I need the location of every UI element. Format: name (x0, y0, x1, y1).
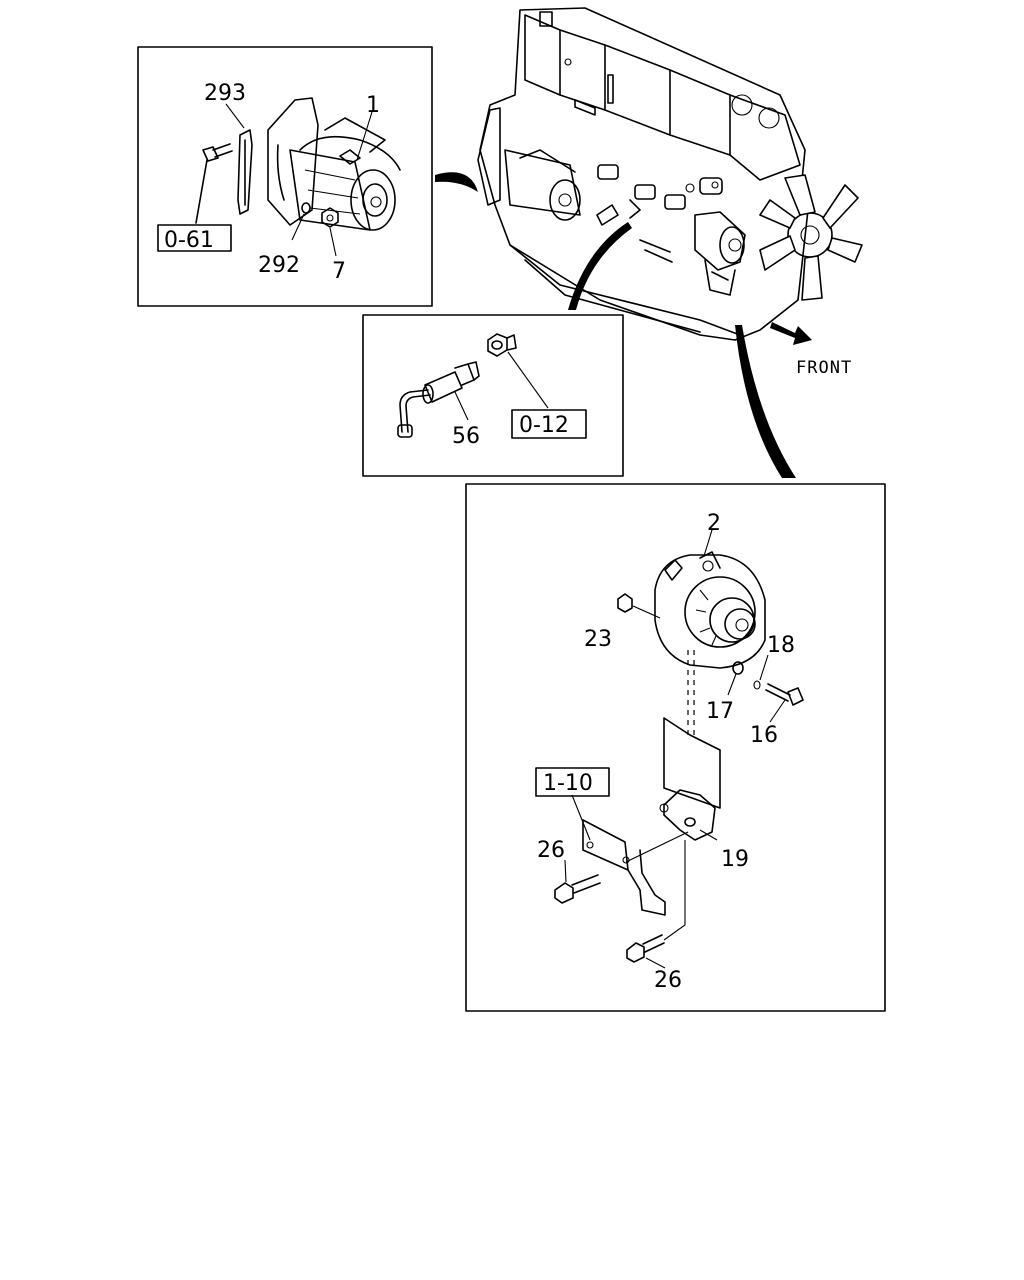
label-56: 56 (452, 424, 480, 449)
ref-0-61-label: 0-61 (164, 228, 214, 253)
label-26-upper: 26 (537, 838, 565, 863)
plug-icon (487, 333, 517, 357)
label-2: 2 (707, 511, 721, 536)
front-arrow-icon (770, 322, 812, 345)
ref-box-0-61[interactable]: 0-61 (157, 224, 232, 253)
ref-box-1-10[interactable]: 1-10 (535, 767, 610, 797)
ref-0-12-label: 0-12 (519, 413, 569, 438)
label-292: 292 (258, 253, 300, 278)
fan-icon (759, 174, 863, 301)
engine-overview: FRONT (477, 7, 863, 378)
label-16: 16 (750, 723, 778, 748)
alternator-icon (654, 551, 766, 669)
ref-box-0-12[interactable]: 0-12 (511, 409, 587, 439)
ref-1-10-label: 1-10 (543, 771, 593, 796)
sensor-panel (362, 314, 624, 477)
label-23: 23 (584, 627, 612, 652)
callout-connectors (435, 172, 796, 478)
label-7: 7 (332, 259, 346, 284)
front-label: FRONT (796, 358, 852, 378)
label-26-lower: 26 (654, 968, 682, 993)
label-19: 19 (721, 847, 749, 872)
label-293: 293 (204, 81, 246, 106)
starter-panel (137, 46, 433, 307)
starter-motor-icon (267, 97, 401, 231)
label-17: 17 (706, 699, 734, 724)
label-1: 1 (366, 93, 380, 118)
alternator-panel (465, 483, 886, 1012)
label-18: 18 (767, 633, 795, 658)
sensor-icon (397, 361, 480, 438)
